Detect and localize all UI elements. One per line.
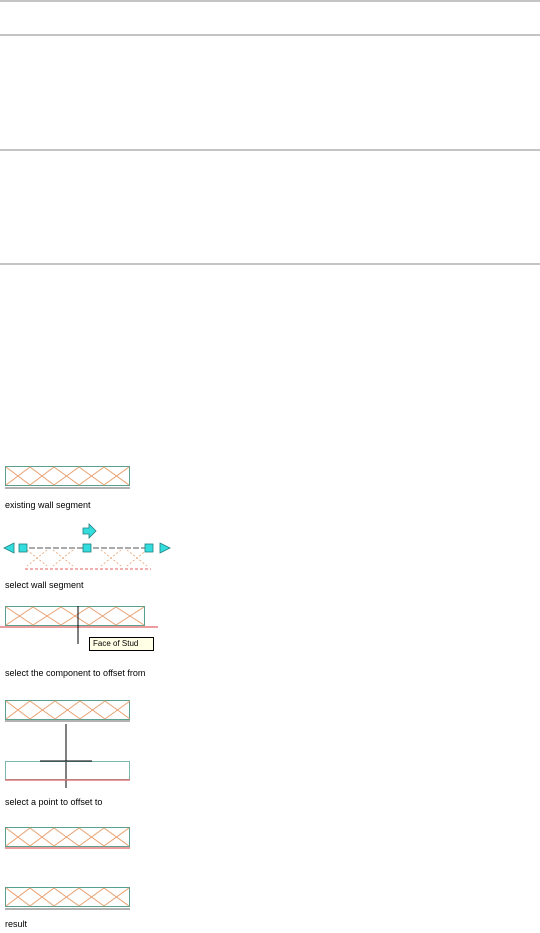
- caption-existing-wall: existing wall segment: [5, 500, 91, 510]
- square-grip-icon: [18, 543, 28, 553]
- rule-3: [0, 263, 540, 265]
- wall-existing: [5, 466, 130, 489]
- rule-2: [0, 149, 540, 151]
- arrow-grip-icon: [82, 523, 97, 539]
- triangle-grip-icon: [159, 542, 171, 554]
- wall-selected: [3, 523, 171, 570]
- wall-result-1: [5, 827, 130, 849]
- rule-1: [0, 34, 540, 36]
- caption-result: result: [5, 919, 28, 929]
- stud-crosses-dashed: [26, 549, 148, 567]
- wall-offset-from: [0, 606, 158, 644]
- triangle-grip-icon: [3, 542, 15, 554]
- rule-top: [0, 0, 540, 2]
- stud-crosses: [5, 466, 130, 486]
- caption-select-component: select the component to offset from: [5, 668, 146, 678]
- wall-result-2: [5, 887, 130, 910]
- square-grip-icon: [82, 543, 92, 553]
- caption-select-point: select a point to offset to: [5, 797, 103, 807]
- wall-offset-to: [5, 700, 131, 788]
- caption-select-wall: select wall segment: [5, 580, 84, 590]
- wall-outline: [5, 466, 130, 486]
- tooltip-face-of-stud: Face of Stud: [89, 637, 154, 651]
- square-grip-icon: [144, 543, 154, 553]
- offset-preview: [5, 761, 130, 780]
